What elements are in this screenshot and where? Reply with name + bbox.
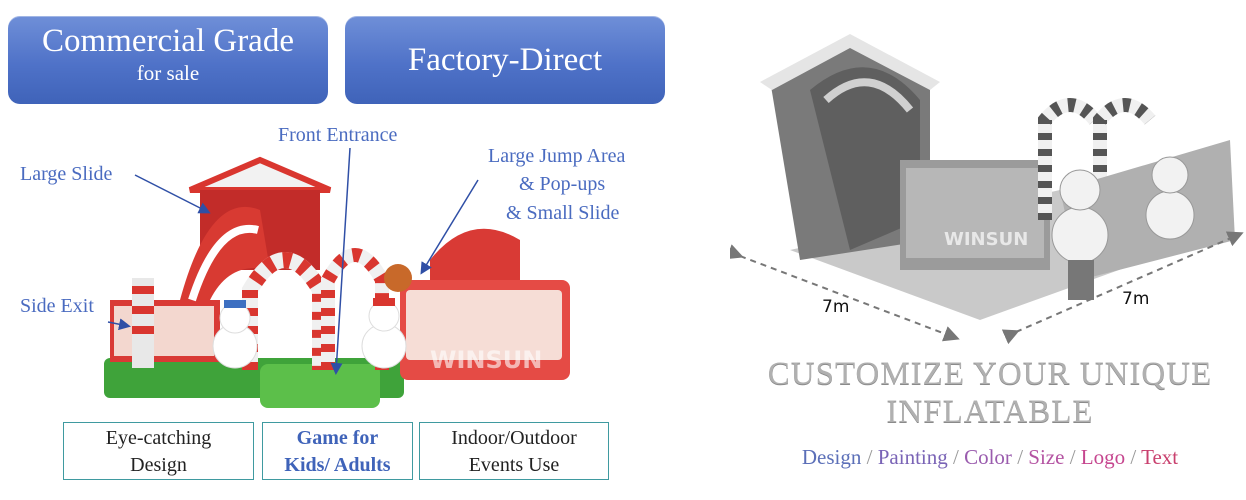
dimension-right: 7m <box>1122 289 1149 309</box>
commercial-grade-badge: Commercial Grade for sale <box>8 16 328 104</box>
feature-line: Kids/ Adults <box>284 454 391 476</box>
option-size: Size <box>1028 445 1065 469</box>
customize-options: Design / Painting / Color / Size / Logo … <box>740 444 1240 470</box>
feature-game-for: Game for Kids/ Adults <box>262 422 413 480</box>
jump-area-label-3: & Small Slide <box>506 202 620 224</box>
front-entrance-label: Front Entrance <box>278 124 398 146</box>
jump-area-label-1: Large Jump Area <box>488 145 626 167</box>
option-design: Design <box>801 445 862 469</box>
option-separator: / <box>947 445 965 469</box>
dimension-left: 7m <box>822 297 849 317</box>
option-color: Color <box>964 445 1012 469</box>
commercial-grade-title: Commercial Grade <box>42 23 294 59</box>
jump-area-label-2: & Pop-ups <box>519 173 606 195</box>
for-sale-subtitle: for sale <box>136 61 200 85</box>
feature-line: Indoor/Outdoor <box>451 427 577 449</box>
option-separator: / <box>861 445 878 469</box>
feature-line: Game for <box>296 427 379 449</box>
side-exit-label: Side Exit <box>20 295 94 317</box>
customize-title-line1: CUSTOMIZE YOUR UNIQUE <box>767 356 1213 392</box>
factory-direct-badge: Factory-Direct <box>345 16 665 104</box>
winsun-watermark-right: WINSUN <box>944 229 1028 250</box>
winsun-watermark: WINSUN <box>430 346 542 374</box>
option-separator: / <box>1011 445 1029 469</box>
option-text: Text <box>1141 445 1179 469</box>
option-painting: Painting <box>877 445 948 469</box>
option-logo: Logo <box>1080 445 1126 469</box>
large-slide-label: Large Slide <box>20 163 113 185</box>
option-separator: / <box>1064 445 1081 469</box>
feature-line: Design <box>130 454 187 476</box>
feature-line: Events Use <box>468 454 560 476</box>
customize-title: CUSTOMIZE YOUR UNIQUE INFLATABLE <box>740 355 1240 431</box>
feature-eye-catching: Eye-catching Design <box>63 422 254 480</box>
factory-direct-title: Factory-Direct <box>407 42 603 78</box>
grayscale-bouncer-photo: WINSUN 7m 7m <box>730 34 1244 345</box>
feature-indoor-outdoor: Indoor/Outdoor Events Use <box>419 422 609 480</box>
customize-title-line2: INFLATABLE <box>886 394 1094 430</box>
option-separator: / <box>1125 445 1142 469</box>
christmas-bouncer-photo: WINSUN <box>104 156 570 408</box>
feature-line: Eye-catching <box>105 427 212 449</box>
